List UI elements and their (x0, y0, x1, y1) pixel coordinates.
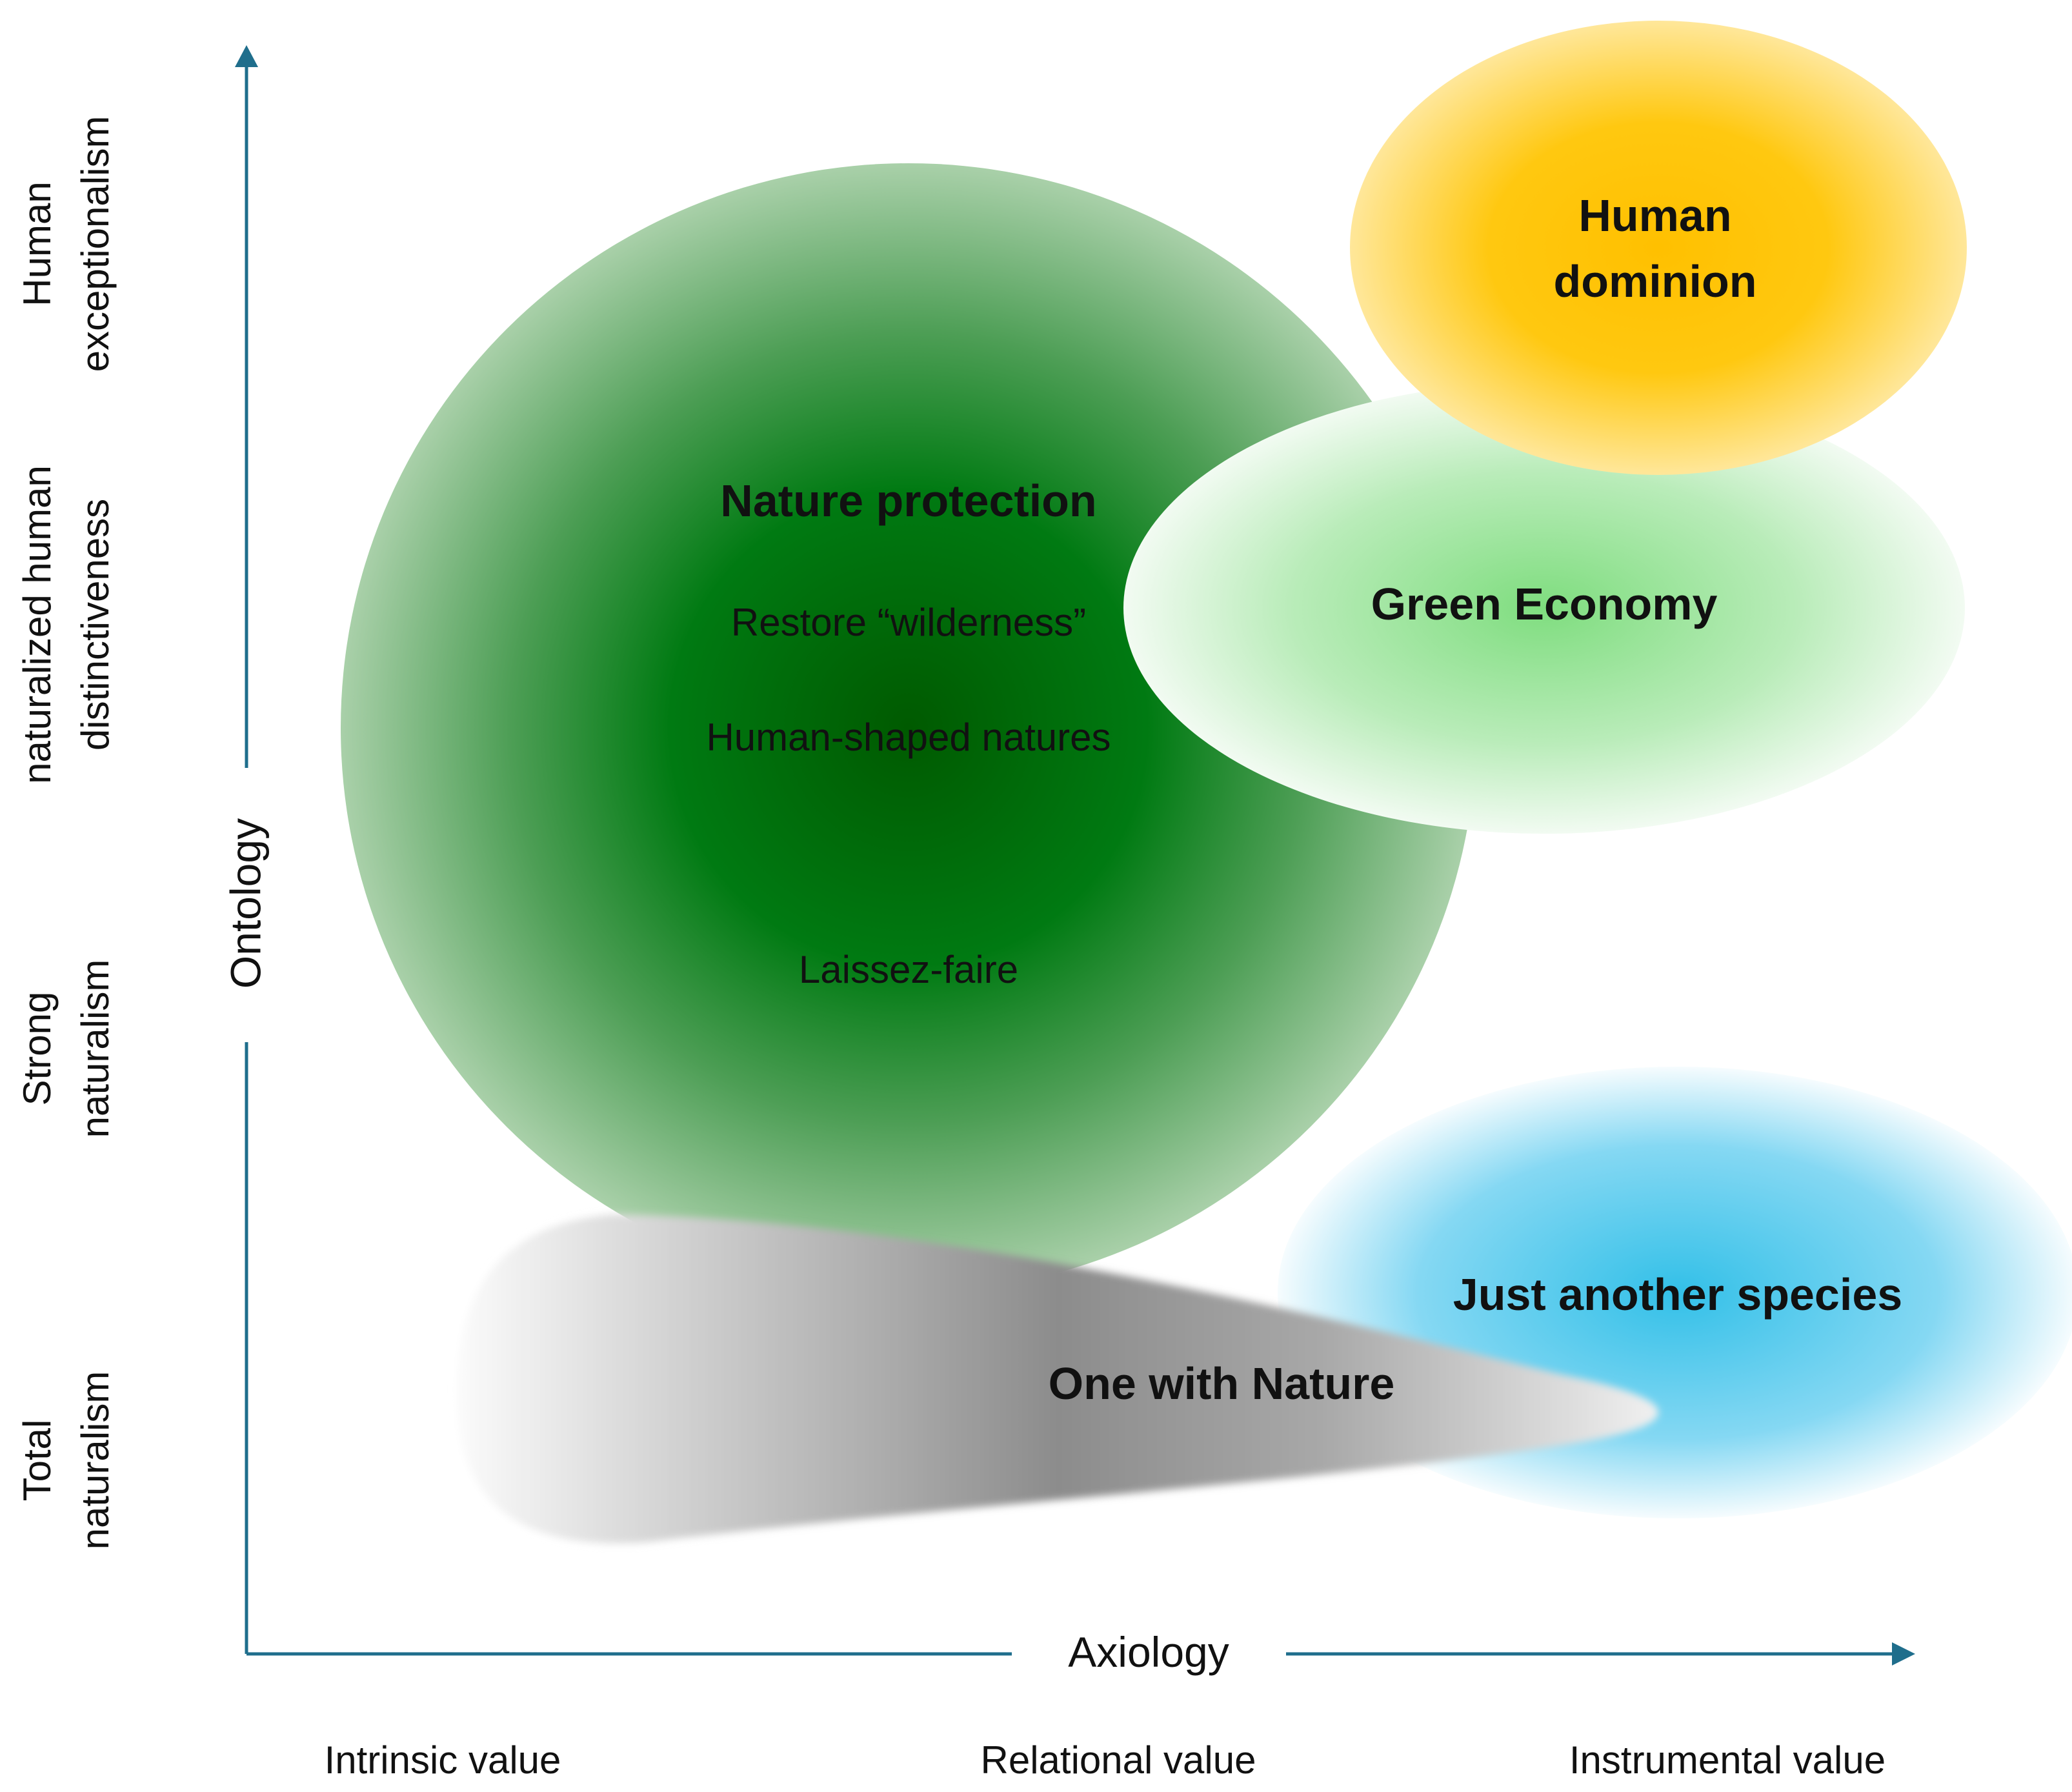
green-economy-label: Green Economy (1371, 579, 1718, 629)
green-economy-blob (1123, 382, 1965, 834)
x-level-intrinsic-value: Intrinsic value (325, 1738, 561, 1782)
nature-protection-title: Nature protection (720, 476, 1096, 526)
nature-protection-item-laissez-faire: Laissez-faire (799, 948, 1018, 991)
one-with-nature-blob (457, 1214, 1658, 1544)
x-level-instrumental-value: Instrumental value (1569, 1738, 1886, 1782)
y-axis-title: Ontology (221, 818, 269, 989)
y-level-label-line1: Human (15, 181, 59, 306)
x-axis-arrowhead (1892, 1642, 1915, 1666)
y-level-label-line1: Strong (15, 992, 59, 1106)
x-axis-title: Axiology (1068, 1628, 1229, 1676)
y-level-label-line2: naturalism (74, 960, 117, 1138)
y-level-label-line1: naturalized human (15, 465, 59, 784)
human-dominion-label-line2: dominion (1554, 256, 1757, 307)
y-level-total-naturalism: Total naturalism (15, 1371, 117, 1550)
y-level-label-line1: Total (15, 1420, 59, 1502)
y-level-naturalized-human-distinctiveness: naturalized human distinctiveness (15, 465, 117, 784)
x-level-relational-value: Relational value (981, 1738, 1256, 1782)
y-level-strong-naturalism: Strong naturalism (15, 960, 117, 1138)
one-with-nature-label: One with Nature (1049, 1358, 1395, 1409)
nature-protection-blob (341, 163, 1476, 1293)
nature-protection-item-wilderness: Restore “wilderness” (731, 601, 1086, 644)
human-dominion-blob (1350, 21, 1967, 475)
just-another-species-label: Just another species (1453, 1269, 1902, 1320)
nature-protection-item-human-shaped: Human-shaped natures (706, 716, 1111, 759)
y-axis-arrowhead (235, 45, 258, 67)
y-level-human-exceptionalism: Human exceptionalism (15, 116, 117, 372)
y-level-label-line2: naturalism (74, 1371, 117, 1550)
y-level-label-line2: exceptionalism (74, 116, 117, 372)
human-dominion-label-line1: Human (1578, 190, 1731, 241)
y-level-label-line2: distinctiveness (74, 499, 117, 750)
